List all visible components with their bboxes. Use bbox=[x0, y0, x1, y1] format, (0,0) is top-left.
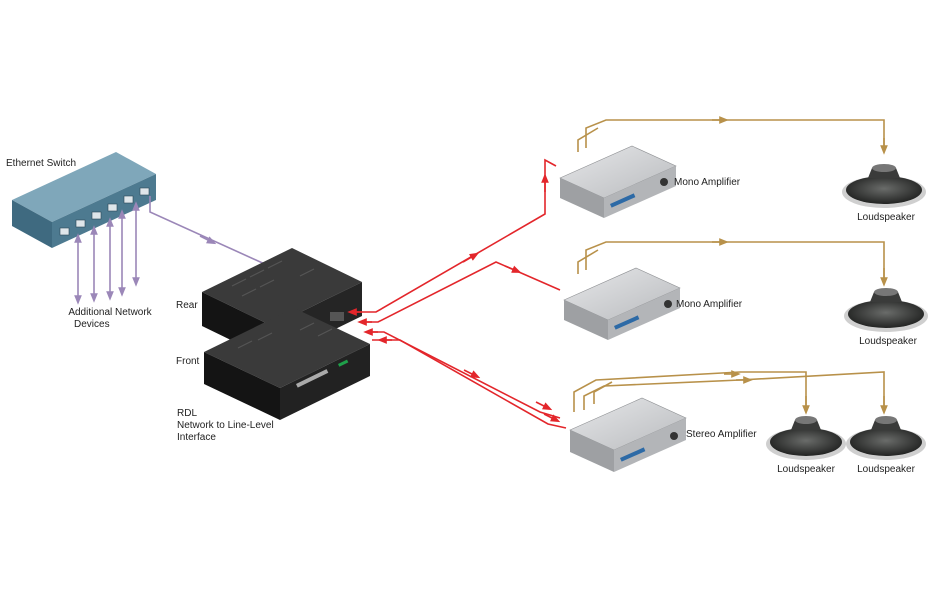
speaker2-label: Loudspeaker bbox=[859, 336, 917, 347]
speaker1-label: Loudspeaker bbox=[857, 212, 915, 223]
rdl-label-line1: RDL bbox=[177, 408, 198, 419]
ethernet-switch-icon bbox=[12, 152, 156, 248]
loudspeaker-1-icon bbox=[842, 164, 926, 208]
rdl-interface-front-icon bbox=[204, 308, 370, 420]
speaker3-label: Loudspeaker bbox=[777, 464, 835, 475]
amp3-label: Stereo Amplifier bbox=[686, 429, 757, 440]
audio-lines bbox=[347, 158, 567, 429]
rear-label: Rear bbox=[176, 300, 198, 311]
speaker4-label: Loudspeaker bbox=[857, 464, 915, 475]
front-label: Front bbox=[176, 356, 200, 367]
additional-devices-label-line2: Devices bbox=[74, 319, 110, 330]
ethernet-switch-label: Ethernet Switch bbox=[6, 158, 77, 169]
stereo-amplifier-icon bbox=[569, 397, 687, 472]
loudspeaker-2-icon bbox=[844, 288, 928, 332]
rdl-label-line2: Network to Line-Level bbox=[177, 420, 274, 431]
amp1-label: Mono Amplifier bbox=[674, 177, 741, 188]
additional-devices-label-line1: Additional Network bbox=[68, 307, 152, 318]
mono-amplifier-2-icon bbox=[563, 267, 681, 340]
speaker-lines bbox=[573, 116, 888, 415]
rdl-label-line3: Interface bbox=[177, 432, 216, 443]
loudspeaker-3-icon bbox=[766, 416, 846, 460]
additional-network-lines bbox=[74, 201, 140, 305]
amp2-label: Mono Amplifier bbox=[676, 299, 743, 310]
loudspeaker-4-icon bbox=[846, 416, 926, 460]
mono-amplifier-1-icon bbox=[559, 145, 677, 218]
